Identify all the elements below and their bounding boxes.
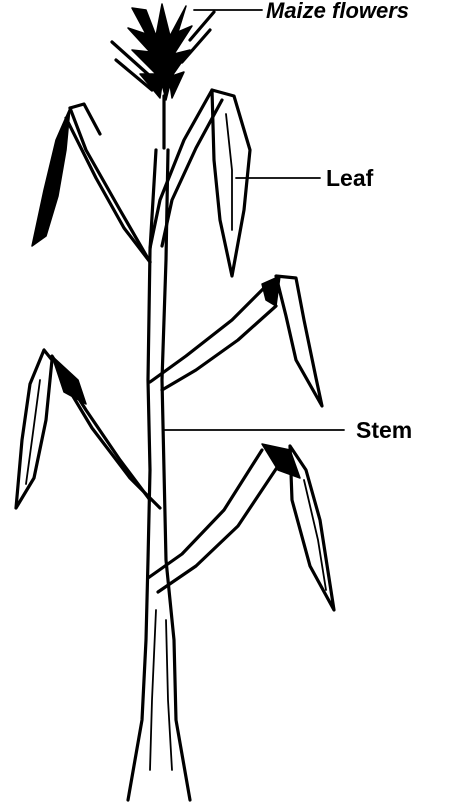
label-stem: Stem	[356, 417, 412, 443]
leaf-middle-left	[16, 350, 160, 508]
leaf-middle-right	[150, 276, 322, 406]
label-maize-flowers: Maize flowers	[266, 0, 409, 23]
tassel	[112, 4, 214, 148]
label-leaf: Leaf	[326, 165, 374, 191]
leaf-lower-right	[148, 444, 334, 610]
leaf-upper-left	[32, 104, 150, 262]
